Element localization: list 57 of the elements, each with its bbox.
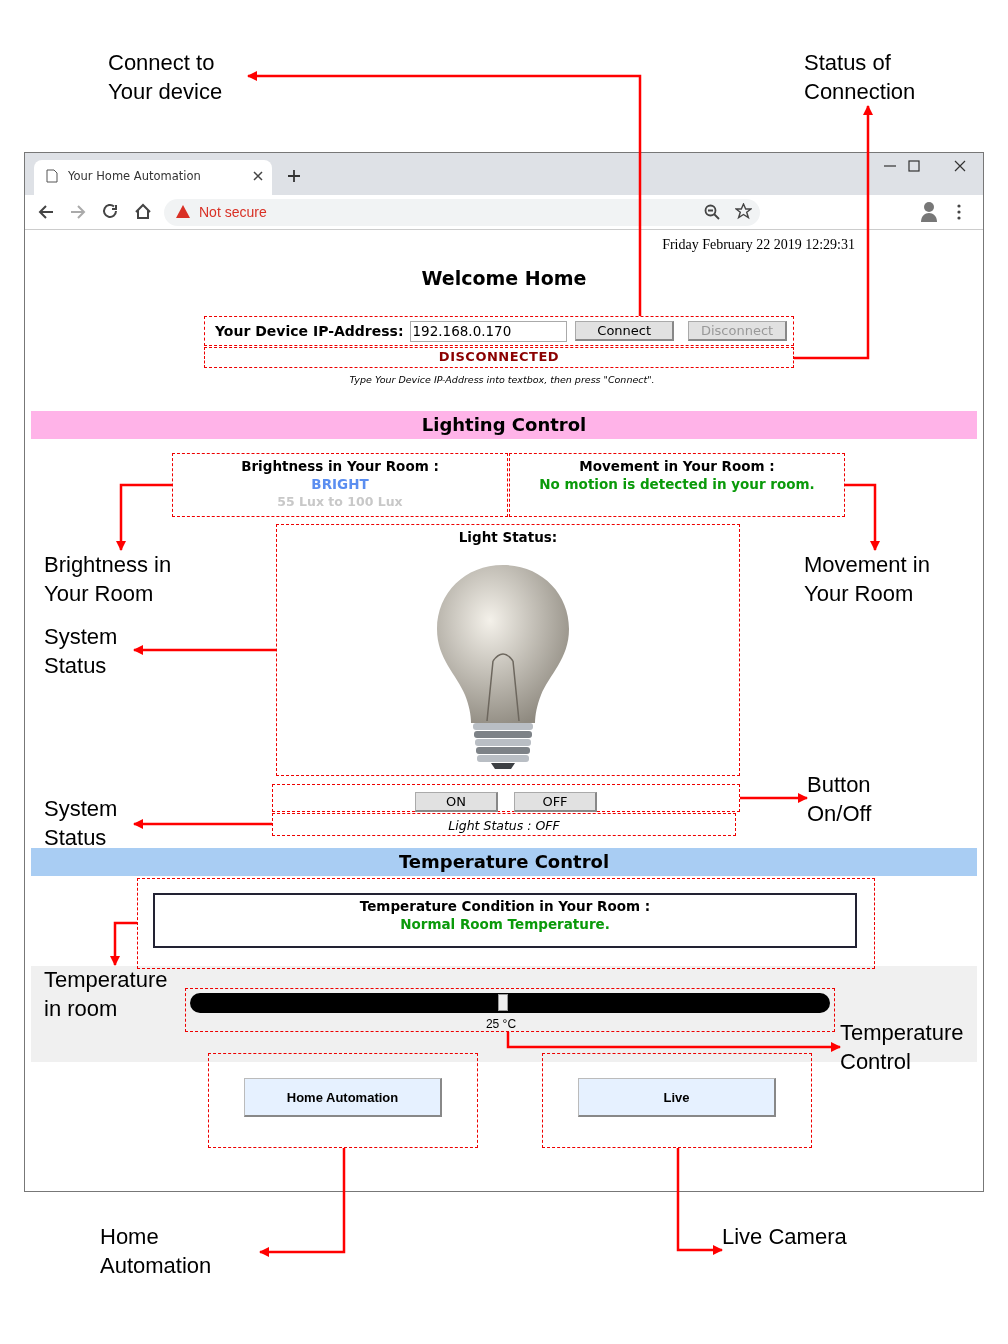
leader-line	[794, 105, 873, 360]
dashed-frame	[172, 453, 508, 517]
section-header: Temperature Control	[31, 848, 977, 876]
dashed-frame	[204, 347, 794, 368]
status-text: DISCONNECTED	[437, 348, 561, 366]
leader-line	[845, 483, 880, 551]
value-text: 25 °C	[484, 1017, 518, 1031]
leader-line	[506, 1032, 841, 1052]
tab-title: Your Home Automation	[68, 169, 201, 183]
panel-title: Movement in Your Room :	[579, 457, 775, 475]
callout-text: Movement in Your Room	[804, 550, 954, 608]
dashed-frame	[185, 988, 835, 1032]
status-text: Light Status : OFF	[448, 817, 560, 835]
callout-text: Temperature Control	[840, 1018, 980, 1076]
leader-line	[740, 793, 808, 803]
leader-line	[110, 921, 137, 966]
dashed-frame	[204, 316, 794, 346]
page-heading: Welcome Home	[420, 267, 588, 289]
callout-text: Temperature in room	[44, 965, 184, 1023]
panel-title: Temperature Condition in Your Room :	[359, 897, 651, 915]
dashed-frame	[137, 878, 875, 969]
leader-line	[676, 1148, 723, 1255]
input-field: 192.168.0.170	[409, 320, 568, 342]
connect-button: Connect	[575, 321, 675, 341]
dashed-frame	[276, 524, 740, 776]
callout-text: Brightness in Your Room	[44, 550, 184, 608]
link-button: Home Automation	[244, 1078, 442, 1117]
link-button: Live	[578, 1078, 776, 1117]
field-label: Your Device IP-Address:	[215, 323, 404, 339]
toggle-button: ON	[415, 792, 498, 812]
callout-text: System Status	[44, 622, 134, 680]
panel-title: Brightness in Your Room :	[241, 457, 439, 475]
callout-text: Home Automation	[100, 1222, 260, 1280]
leader-line	[116, 483, 172, 551]
security-warning: Not secure	[199, 204, 267, 220]
callout-text: Live Camera	[722, 1222, 862, 1251]
disconnect-button: Disconnect	[688, 321, 787, 341]
toggle-button: OFF	[514, 792, 597, 812]
dashed-frame	[272, 813, 736, 836]
leader-line	[259, 1148, 346, 1257]
leader-line	[133, 819, 272, 829]
status-value: BRIGHT	[311, 475, 369, 493]
callout-text: Status of Connection	[804, 48, 934, 106]
dashed-frame	[542, 1053, 812, 1148]
callout-text: Button On/Off	[807, 770, 907, 828]
leader-line	[133, 645, 276, 655]
dashed-frame	[208, 1053, 478, 1148]
callout-text: Connect to Your device	[108, 48, 248, 106]
status-value: Normal Room Temperature.	[400, 915, 610, 933]
leader-line	[247, 71, 642, 316]
status-value: No motion is detected in your room.	[539, 475, 815, 493]
date-time-text: Friday February 22 2019 12:29:31	[661, 237, 855, 253]
hint-text: Type Your Device IP-Address into textbox, then press "Connect".	[348, 374, 656, 385]
section-header: Lighting Control	[31, 411, 977, 439]
dashed-frame	[272, 784, 740, 812]
dashed-frame	[509, 453, 845, 517]
panel-title: Light Status:	[457, 529, 559, 545]
